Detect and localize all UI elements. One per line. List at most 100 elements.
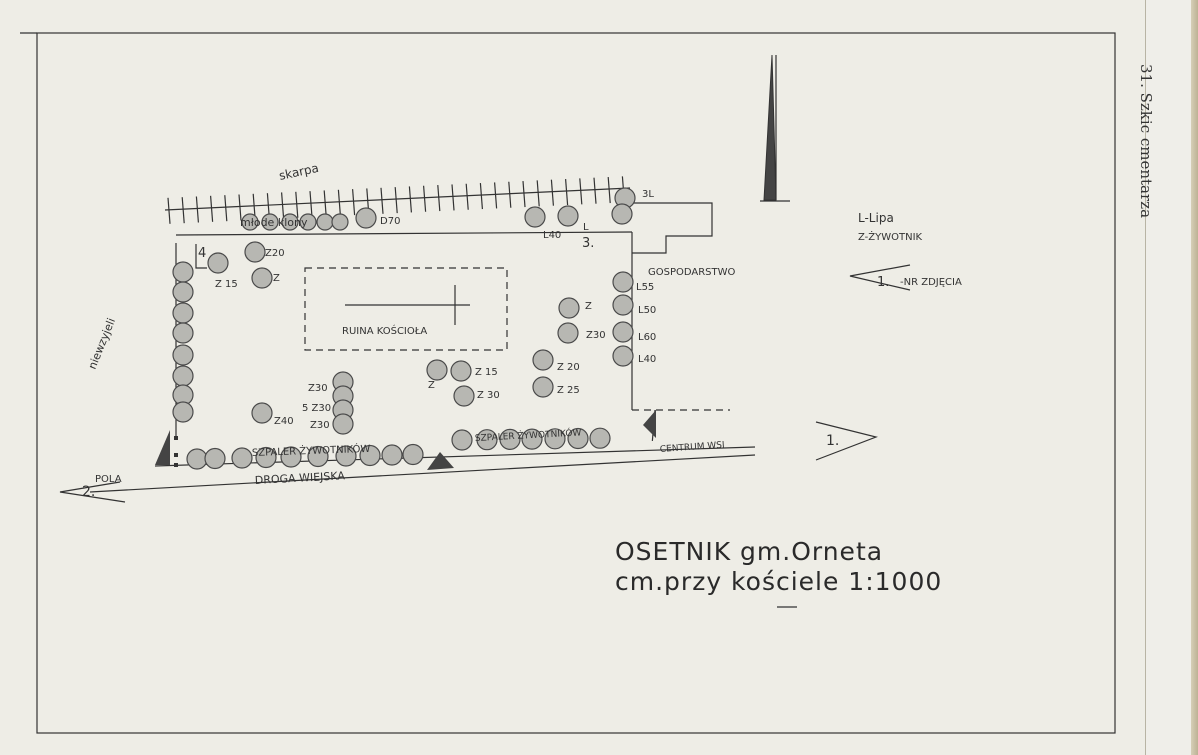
tree-symbol: [244, 241, 266, 263]
skarpa-hatch-stroke: [224, 195, 228, 222]
tree-symbol: [612, 345, 634, 367]
skarpa-label: skarpa: [278, 161, 320, 183]
label-z-b: Z: [585, 301, 592, 312]
legend-zywotnik: Z-ŻYWOTNIK: [858, 230, 923, 243]
road-label: DROGA WIEJSKA: [254, 469, 345, 487]
viewpoint-triangle-west: [155, 430, 170, 465]
photo-3-number: 3.: [582, 236, 594, 251]
label-l55: L55: [636, 282, 654, 293]
tree-symbol: [558, 297, 580, 319]
tree-symbol: [255, 446, 277, 469]
skarpa-hatch-stroke: [508, 181, 512, 208]
label-z30-d2: 5 Z30: [302, 403, 331, 414]
label-z20-a: Z20: [265, 248, 285, 259]
centrum-label: CENTRUM WSI: [660, 440, 725, 455]
label-z30-d1: Z30: [308, 383, 328, 394]
skarpa-hatch-stroke: [408, 186, 412, 213]
tree-symbol: [524, 206, 546, 228]
tree-symbol: [426, 359, 448, 381]
cemetery-sketch: skarpa GOSPODARSTWO RUINA KOŚCIOŁA DROGA…: [20, 32, 1116, 734]
legend-lipa: L-Lipa: [858, 211, 894, 225]
label-d70: D70: [380, 216, 400, 227]
legend-photo-number: 1.: [877, 275, 889, 290]
tree-symbol: [307, 445, 329, 468]
gospodarstwo-label: GOSPODARSTWO: [648, 267, 736, 278]
skarpa-hatch-stroke: [451, 184, 455, 211]
skarpa-hatch-stroke: [565, 179, 569, 206]
skarpa-hatch-stroke: [423, 185, 427, 212]
tree-symbol: [359, 444, 381, 467]
map-title-line-1: OSETNIK gm.Orneta: [615, 537, 883, 566]
church-ruin-outline: [304, 267, 508, 351]
gate-post: [174, 436, 178, 440]
legend-photo-text: -NR ZDJĘCIA: [900, 277, 962, 288]
tree-symbol: [172, 302, 194, 324]
tree-symbol: [611, 203, 633, 225]
skarpa-hatch-stroke: [167, 197, 171, 224]
tree-symbol: [499, 428, 521, 450]
tree-symbol: [521, 428, 543, 450]
niewysypy-label: niewzyjeli: [86, 316, 118, 371]
skarpa-hatch-stroke: [295, 191, 299, 218]
tree-symbol: [251, 267, 273, 289]
tree-symbol: [612, 321, 634, 343]
book-edge: [1191, 0, 1198, 755]
skarpa-hatch-stroke: [323, 190, 327, 217]
szpaler-left-label: SZPALER ŻYWOTNIKÓW: [252, 442, 371, 459]
tree-symbol: [544, 428, 566, 450]
skarpa-hatch-stroke: [380, 187, 384, 214]
skarpa-hatch-stroke: [210, 195, 214, 222]
farm-building: [632, 202, 713, 254]
skarpa-hatch-stroke: [607, 176, 611, 204]
label-l50: L50: [638, 305, 656, 316]
gate-post: [174, 463, 178, 467]
ruin-label: RUINA KOŚCIOŁA: [342, 324, 427, 337]
tree-symbol: [476, 429, 498, 451]
tree-symbol: [589, 427, 611, 449]
label-l40-top: L40: [543, 230, 561, 241]
tree-symbol: [172, 261, 194, 283]
tree-symbol: [172, 365, 194, 387]
skarpa-hatch-stroke: [465, 183, 469, 210]
mlode-klony-label: młode klony: [240, 216, 308, 229]
skarpa-hatch-stroke: [550, 179, 554, 206]
skarpa-hatch-stroke: [536, 180, 540, 207]
road-north-edge: [154, 446, 756, 467]
photo-1-number: 1.: [826, 433, 839, 449]
label-z15-a: Z 15: [215, 279, 238, 290]
photo-2-number: 2.: [82, 484, 95, 500]
skarpa-hatch-stroke: [337, 189, 341, 216]
tree-symbol: [450, 360, 472, 382]
tree-symbol: [557, 205, 579, 227]
skarpa-hatch-stroke: [593, 177, 597, 204]
skarpa-hatch-stroke: [352, 189, 356, 216]
photo-4-number: 4: [198, 246, 206, 261]
tree-symbol: [332, 413, 354, 435]
road-south-edge: [89, 454, 756, 493]
tree-symbol: [612, 271, 634, 293]
label-l31: 3L: [642, 189, 654, 200]
legend-photo-arrow: [849, 264, 911, 291]
label-z15-c: Z 15: [475, 367, 498, 378]
tree-symbol: [331, 213, 349, 231]
tree-symbol: [172, 344, 194, 366]
tree-symbol: [335, 445, 357, 467]
skarpa-hatch-stroke: [195, 196, 199, 223]
tree-symbol: [316, 213, 334, 231]
label-l40-r: L40: [638, 354, 656, 365]
photo-4-marker: [195, 244, 207, 269]
trees-layer: [172, 187, 636, 470]
viewpoint-triangle-south: [427, 452, 454, 470]
label-l60: L60: [638, 332, 656, 343]
skarpa-hatch-stroke: [309, 191, 313, 218]
viewpoint-triangle-east: [643, 410, 656, 438]
tree-symbol: [567, 427, 589, 450]
tree-symbol: [612, 294, 634, 316]
label-z25: Z 25: [557, 385, 580, 396]
road-arrow-left: [59, 481, 126, 503]
tree-symbol: [186, 448, 208, 470]
label-z20-c: Z 20: [557, 362, 580, 373]
pola-label: POLA: [95, 474, 122, 485]
cemetery-north-wall: [175, 231, 633, 236]
